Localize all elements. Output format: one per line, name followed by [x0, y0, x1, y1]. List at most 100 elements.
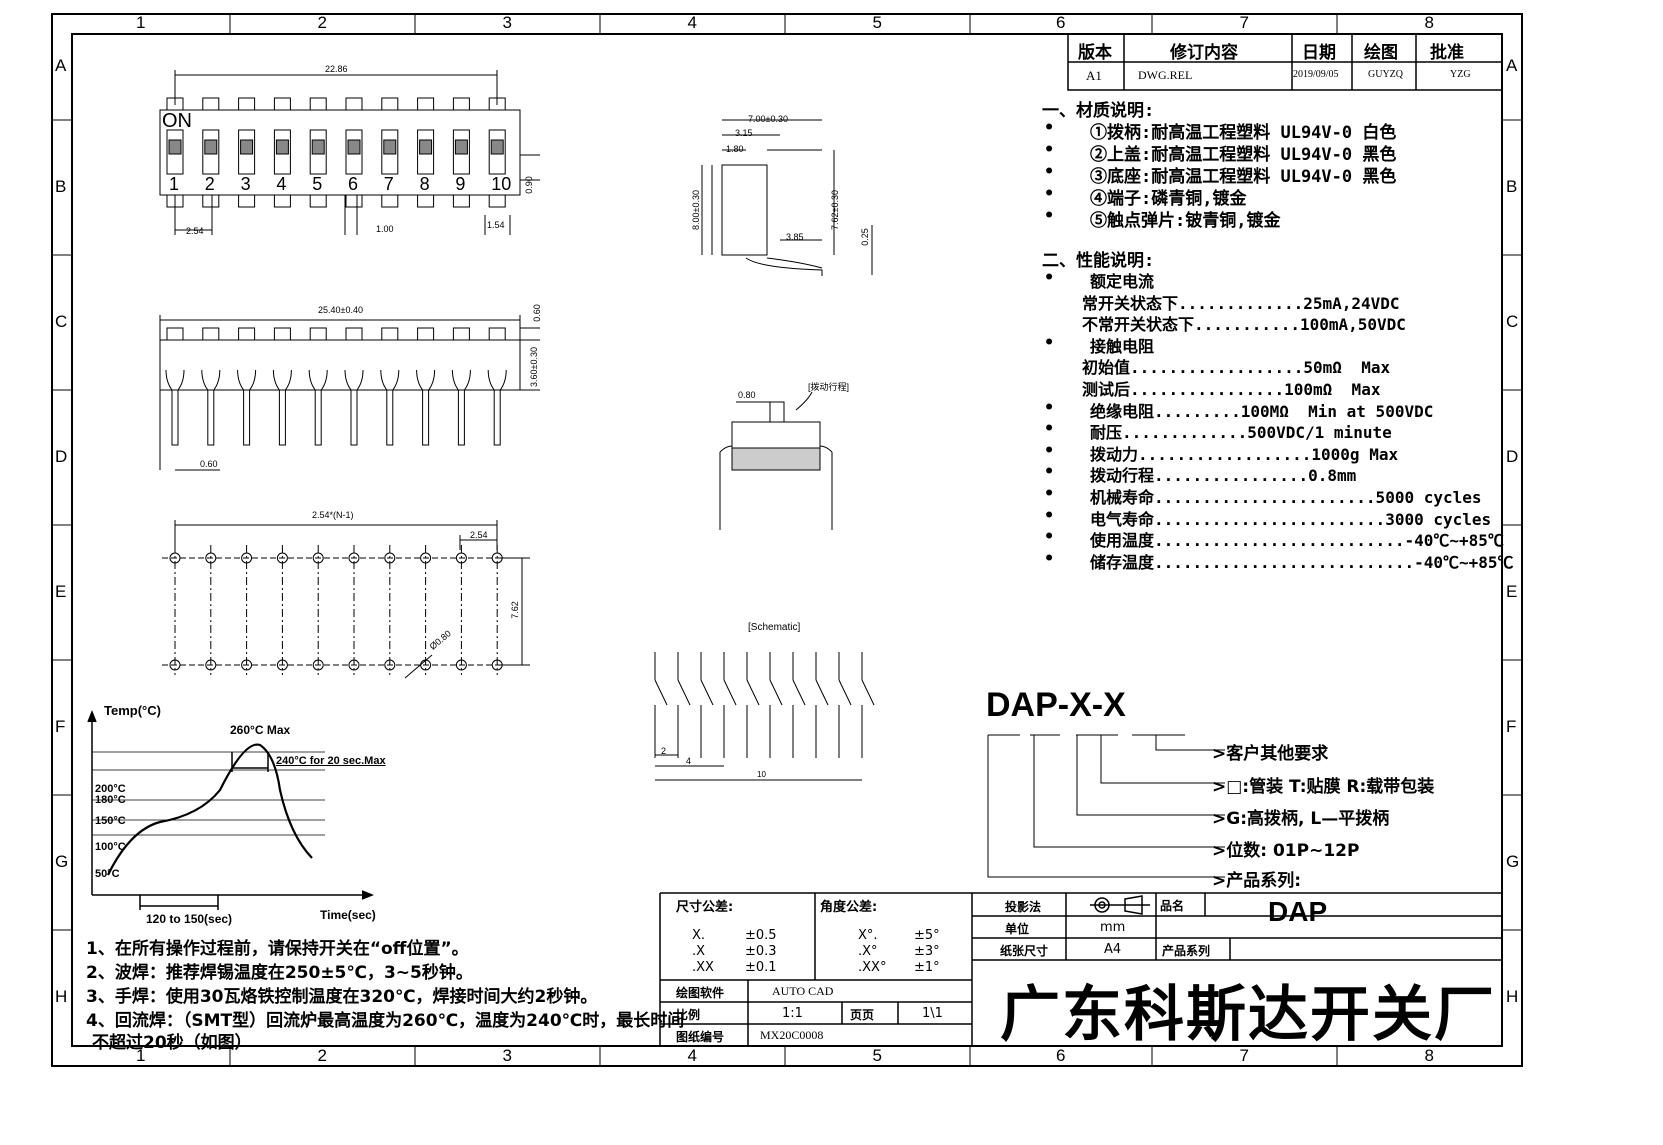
border-col-label: 8 [1424, 1046, 1434, 1065]
top-switches [166, 97, 506, 208]
dim-0-80: 0.80 [738, 390, 756, 400]
bottom-tab [381, 194, 399, 208]
switch-slot [488, 129, 506, 175]
reflow-t150: 150°C [95, 815, 126, 827]
dim-1-80: 1.80 [726, 144, 744, 154]
dim-0-90: 0.90 [523, 176, 534, 194]
footprint-hole [205, 552, 217, 564]
bottom-tab [417, 194, 435, 208]
pin [272, 369, 292, 446]
border-col-label: 6 [1056, 13, 1066, 32]
switch-actuator [311, 139, 325, 155]
border-row-label: G [55, 851, 69, 871]
border-row-label: C [55, 311, 68, 331]
schematic-contact [677, 679, 691, 706]
performance-line: 拨动行程................0.8mm [1090, 466, 1357, 486]
rev-version: A1 [1086, 68, 1102, 83]
bottom-tab [309, 194, 327, 208]
switch-actuator [275, 139, 289, 155]
reflow-duration: 120 to 150(sec) [146, 912, 233, 926]
performance-line: 拨动力..................1000g Max [1090, 444, 1399, 464]
top-tab [309, 97, 327, 111]
border-row-label: A [1506, 56, 1518, 75]
switch-actuator [347, 139, 361, 155]
border-col-label: 4 [687, 13, 697, 32]
switch-slot [202, 129, 220, 175]
performance-line: 绝缘电阻.........100MΩ Min at 500VDC [1090, 401, 1434, 421]
dim-tol-dx-val: ±0.3 [745, 944, 777, 959]
pn-option-series: >产品系列: [1212, 871, 1302, 891]
switch-slot [417, 129, 435, 175]
actuator-top [238, 327, 256, 341]
rev-approved: YZG [1450, 69, 1471, 80]
reflow-chart [87, 709, 375, 910]
bullet: • [1044, 419, 1055, 440]
dim-2-54-b: 2.54 [470, 530, 488, 540]
rev-header-content: 修订内容 [1170, 43, 1238, 63]
dim-7-62-side: 7.62±0.30 [829, 190, 840, 230]
dim-0-25: 0.25 [859, 228, 870, 246]
border-row-label: D [1506, 446, 1519, 466]
performance-title: 二、性能说明: [1042, 251, 1155, 271]
footprint-hole [491, 552, 503, 564]
performance-line: 常开关状态下.............25mA,24VDC [1082, 293, 1400, 313]
footprint-hole [276, 659, 288, 671]
switch-number: 7 [383, 174, 394, 194]
actuator-top [166, 327, 184, 341]
footprint-hole [348, 659, 360, 671]
bottom-tab [452, 194, 470, 208]
pin [308, 369, 328, 446]
footprint-hole [241, 552, 253, 564]
dim-2-54: 2.54 [186, 226, 204, 236]
rev-header-date: 日期 [1302, 43, 1336, 63]
dim-0-60-top: 0.60 [531, 304, 542, 322]
schematic-dim-2: 2 [661, 746, 667, 756]
footprint-hole [384, 552, 396, 564]
border-ticks [52, 14, 1522, 1066]
bottom-tab [238, 194, 256, 208]
material-item: ③底座:耐高温工程塑料 UL94V-0 黑色 [1090, 167, 1397, 187]
front-view [159, 315, 540, 471]
pn-option-actuator-text: G:高拨柄, L—平拨柄 [1226, 809, 1390, 829]
switch-slot [309, 129, 327, 175]
bullet: • [1044, 397, 1055, 418]
name-value: DAP [1268, 896, 1328, 927]
pin [201, 369, 221, 446]
schematic-contact [815, 679, 829, 706]
switch-number: 3 [240, 174, 251, 194]
switch-number: 5 [312, 174, 323, 194]
side-view [701, 119, 873, 276]
dim-tol-x: X. [692, 928, 706, 943]
footprint-hole [312, 659, 324, 671]
schematic-contact [700, 679, 714, 706]
border-col-label: 5 [872, 1046, 882, 1065]
bullet: • [1044, 440, 1055, 461]
border-col-label: 6 [1056, 1046, 1066, 1065]
scale-label: 比例 [676, 1008, 701, 1022]
material-item: ⑤触点弹片:铍青铜,镀金 [1090, 211, 1281, 231]
name-label: 品名 [1160, 899, 1185, 913]
border-col-label: 5 [872, 13, 882, 32]
schematic-dim-10: 10 [757, 770, 766, 779]
actuator-top [452, 327, 470, 341]
bullet: • [1044, 462, 1055, 483]
ang-tol-title: 角度公差: [820, 900, 878, 915]
border-col-label: 8 [1424, 13, 1434, 32]
software-label: 绘图软件 [676, 986, 725, 1000]
material-item: ①拨柄:耐高温工程塑料 UL94V-0 白色 [1090, 123, 1397, 143]
actuator-top [345, 327, 363, 341]
bullet: • [1044, 332, 1055, 353]
switch-actuator [419, 139, 433, 155]
dim-3-85: 3.85 [786, 232, 804, 242]
top-tab [381, 97, 399, 111]
border-row-label: E [55, 581, 67, 601]
bullet: • [1044, 268, 1055, 288]
series-label: 产品系列 [1162, 944, 1211, 958]
dim-1-00: 1.00 [376, 224, 394, 234]
border-row-label: B [55, 176, 67, 196]
schematic-label: [Schematic] [748, 622, 801, 633]
switch-number: 9 [455, 174, 466, 194]
company-name: 广东科斯达开关厂 [1000, 980, 1496, 1050]
paper-value: A4 [1104, 942, 1122, 957]
dim-7-00: 7.00±0.30 [748, 114, 788, 124]
